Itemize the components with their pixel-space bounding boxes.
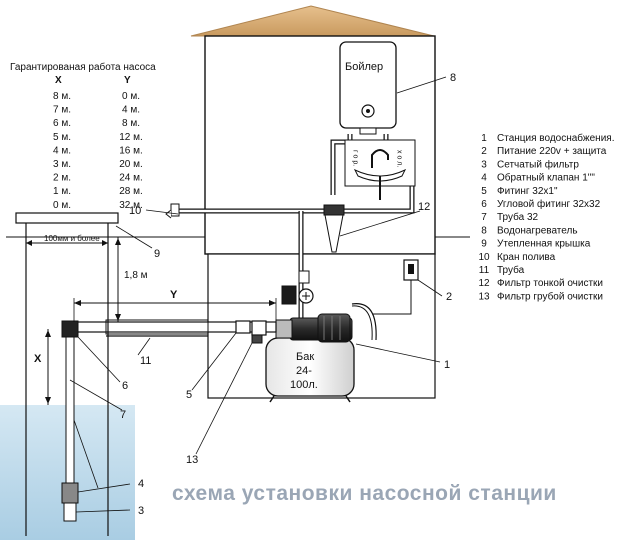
legend-label: Водонагреватель (497, 225, 578, 236)
table-cell-x: 0 м. (53, 200, 71, 211)
table-rows: 8 м. 0 м. 7 м. 4 м. 6 м. 8 м. 5 м. 12 м. 4 м. 16 … (53, 91, 143, 211)
table-title: Гарантированая работа насоса (10, 61, 156, 73)
table-col-y: Y (124, 75, 131, 86)
legend-label: Труба (497, 264, 525, 276)
pressure-relay (281, 285, 297, 305)
legend-label: Кран полива (497, 252, 556, 263)
table-cell-x: 1 м. (53, 186, 71, 197)
table-cell-x: 8 м. (53, 91, 71, 102)
power-socket (372, 259, 419, 315)
legend-label: Обратный клапан 1"" (497, 172, 595, 184)
legend-label: Утепленная крышка (497, 239, 591, 250)
dim-y-label: Y (170, 289, 178, 301)
legend-number: 13 (478, 291, 490, 302)
fitting-32x1 (235, 320, 251, 334)
table-cell-x: 4 м. (53, 145, 71, 156)
legend-number: 9 (481, 239, 487, 250)
table-cell-x: 6 м. (53, 118, 71, 129)
callout-12: 12 (418, 201, 430, 213)
callout-1: 1 (444, 359, 450, 371)
table-cell-x: 7 м. (53, 105, 71, 116)
table-cell-x: 3 м. (53, 159, 71, 170)
legend-number: 11 (479, 265, 490, 276)
callout-4: 4 (138, 478, 144, 490)
coarse-filter (251, 320, 267, 336)
legend-label: Сетчатый фильтр (497, 158, 579, 170)
callout-11: 11 (140, 355, 151, 367)
boiler-label: Бойлер (345, 61, 383, 73)
legend-number: 2 (481, 146, 487, 157)
power-cable (351, 303, 377, 341)
diagram-caption: схема установки насосной станции (172, 482, 557, 505)
table-cell-y: 4 м. (122, 105, 140, 116)
callout-13: 13 (186, 454, 198, 466)
well-drop-pipe (61, 336, 79, 522)
cold-label: х о л. (396, 150, 403, 167)
dim-depth-label: 1,8 м (124, 270, 148, 281)
callout-6: 6 (122, 380, 128, 392)
fine-filter (323, 204, 345, 253)
table-cell-y: 16 м. (119, 145, 143, 156)
pump-motor (275, 313, 353, 343)
table-cell-y: 24 м. (119, 173, 143, 184)
legend-label: Угловой фитинг 32х32 (497, 198, 601, 210)
dim-x-label: X (34, 353, 42, 365)
callout-8: 8 (450, 72, 456, 84)
callout-9: 9 (154, 248, 160, 260)
tank-label-1: Бак (296, 351, 314, 363)
legend-label: Фильтр грубой очистки (497, 290, 603, 302)
angle-fitting (61, 320, 79, 338)
legend-label: Станция водоснабжения. (497, 132, 614, 144)
tank-label-2: 24- (296, 365, 312, 377)
legend-label: Питание 220v + защита (497, 146, 607, 157)
legend-label: Фильтр тонкой очистки (497, 278, 603, 289)
table-cell-y: 0 м. (122, 91, 140, 102)
sink-panel (344, 139, 416, 200)
legend-number: 6 (481, 199, 487, 210)
table-col-x: X (55, 75, 62, 86)
callout-2: 2 (446, 291, 452, 303)
table-cell-x: 2 м. (53, 173, 71, 184)
callout-7: 7 (120, 409, 126, 421)
table-cell-y: 20 м. (119, 159, 143, 170)
garden-tap (165, 203, 180, 219)
legend-number: 4 (481, 173, 487, 184)
legend-number: 3 (481, 159, 487, 170)
legend-number: 7 (481, 212, 487, 223)
legend-number: 8 (481, 225, 487, 236)
legend-label: Фитинг 32х1" (497, 186, 558, 197)
table-cell-y: 8 м. (122, 118, 140, 129)
table-cell-y: 28 м. (119, 186, 143, 197)
callout-3: 3 (138, 505, 144, 517)
table-cell-y: 32 м. (119, 200, 143, 211)
legend-number: 12 (478, 278, 490, 289)
callout-leaders (69, 76, 447, 513)
house-roof (190, 5, 435, 37)
boiler (339, 41, 397, 135)
legend-label: Труба 32 (497, 211, 539, 223)
callout-5: 5 (186, 389, 192, 401)
table-cell-x: 5 м. (53, 132, 71, 143)
tank-label-3: 100л. (290, 379, 318, 391)
legend-number: 10 (478, 252, 490, 263)
dim-100mm-label: 100мм и более (44, 234, 100, 243)
legend: 1 Станция водоснабжения. 2 Питание 220v + з… (478, 132, 614, 302)
table-cell-y: 12 м. (119, 132, 143, 143)
legend-number: 1 (481, 133, 487, 144)
hot-label: г о р. (352, 150, 359, 166)
legend-number: 5 (481, 186, 487, 197)
callout-10: 10 (129, 205, 141, 217)
